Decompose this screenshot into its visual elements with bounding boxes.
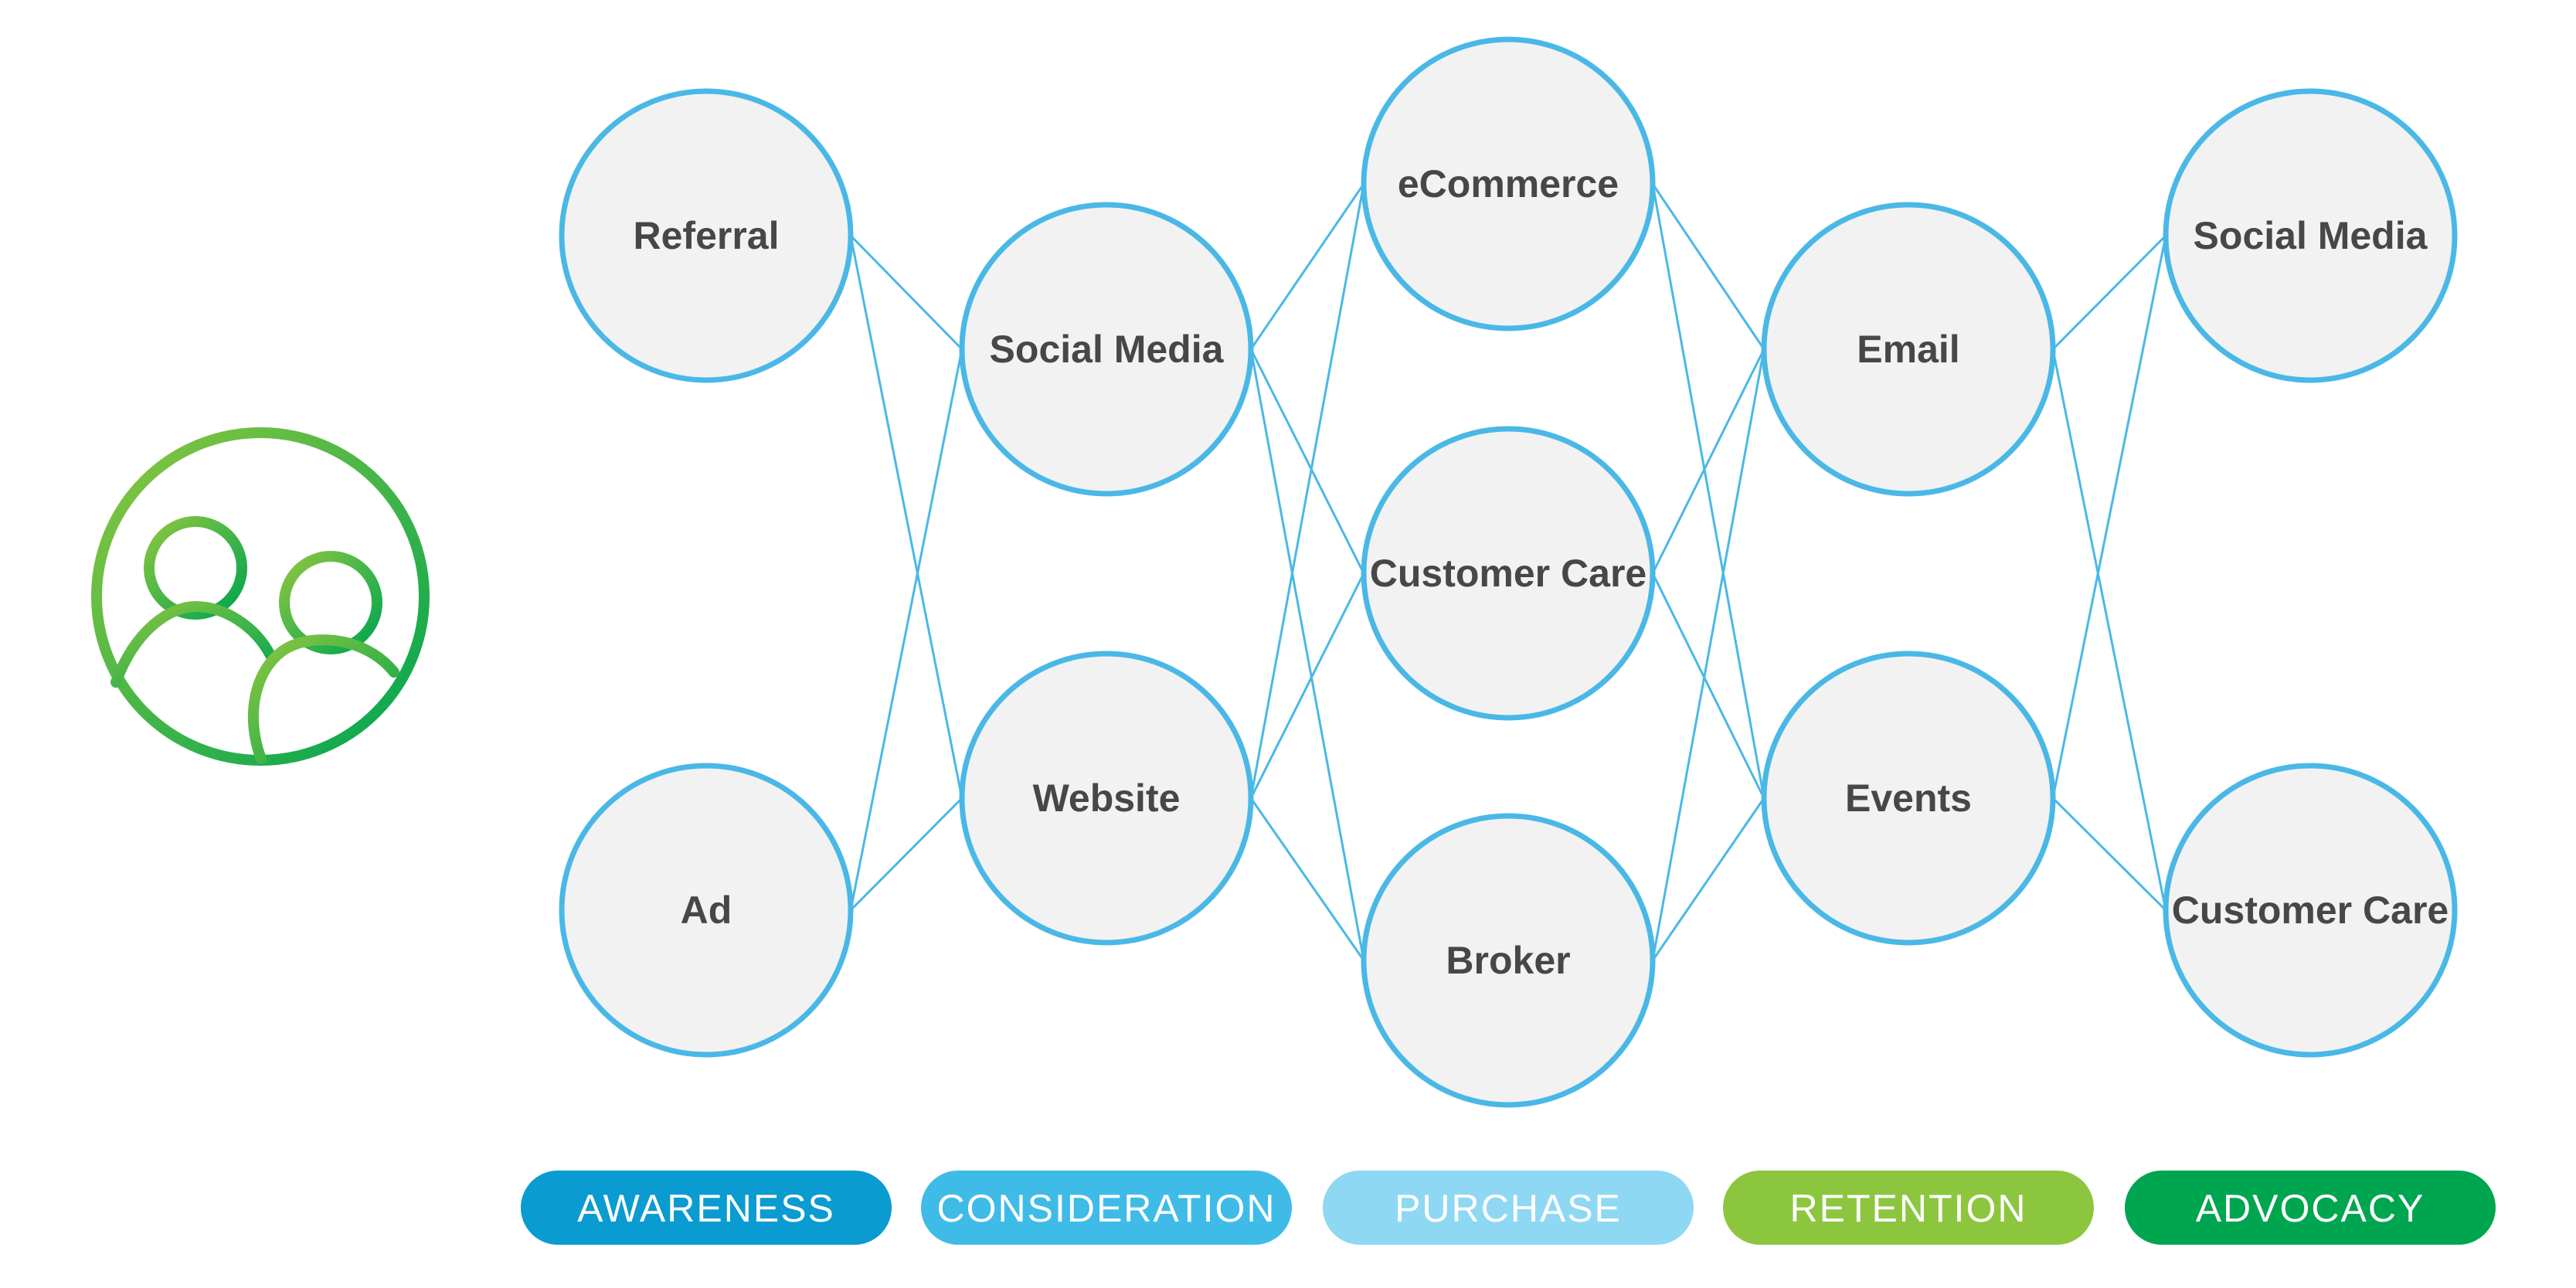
node-broker: Broker [1361, 813, 1656, 1108]
edge-referral-to-website [849, 235, 963, 799]
node-label: eCommerce [1398, 162, 1619, 206]
stage-pill-consideration: CONSIDERATION [921, 1171, 1292, 1245]
node-label: Events [1845, 777, 1972, 820]
stage-pill-bg [2125, 1171, 2496, 1245]
edge-ecommerce-to-events [1651, 183, 1765, 799]
stage-pill-retention: RETENTION [1723, 1171, 2094, 1245]
users-icon [91, 427, 430, 766]
edge-website-to-ecommerce [1249, 183, 1365, 799]
node-label: Social Media [2194, 214, 2428, 257]
node-customer-care-2: Customer Care [2163, 763, 2458, 1058]
node-circle [959, 202, 1254, 497]
edge-customer-care-1-to-events [1651, 573, 1765, 799]
edge-broker-to-email [1651, 348, 1765, 961]
node-label: Customer Care [2172, 889, 2449, 932]
node-label: Social Media [990, 328, 1225, 371]
stage-pill-bg [1723, 1171, 2094, 1245]
stage-pill-bg [521, 1171, 892, 1245]
node-circle [959, 651, 1254, 946]
edge-broker-to-events [1651, 797, 1765, 961]
node-label: Broker [1446, 939, 1570, 982]
node-circle [1761, 202, 2056, 497]
edge-email-to-social-media-2 [2051, 234, 2167, 351]
edge-email-to-customer-care-2 [2051, 348, 2167, 911]
stage-label: AWARENESS [577, 1187, 835, 1230]
stage-pill-bg [1323, 1171, 1694, 1245]
node-ad: Ad [559, 763, 854, 1058]
edge-social-media-1-to-ecommerce [1249, 183, 1365, 350]
node-label: Referral [634, 214, 780, 257]
edge-website-to-broker [1249, 797, 1365, 961]
node-customer-care-1: Customer Care [1361, 426, 1656, 721]
edge-social-media-1-to-broker [1249, 348, 1365, 961]
node-circle [1761, 651, 2056, 946]
stage-label: ADVOCACY [2196, 1187, 2425, 1230]
stage-label: CONSIDERATION [937, 1187, 1276, 1230]
stage-pill-bg [921, 1171, 1292, 1245]
edge-ad-to-website [849, 797, 963, 912]
connections [849, 183, 2167, 961]
node-circle [2163, 88, 2458, 383]
node-label: Ad [681, 889, 732, 932]
node-circle [1361, 426, 1656, 721]
node-circle [1361, 813, 1656, 1108]
edge-social-media-1-to-customer-care-1 [1249, 348, 1365, 574]
node-referral: Referral [559, 88, 854, 383]
stage-pill-awareness: AWARENESS [521, 1171, 892, 1245]
node-label: Email [1857, 328, 1959, 371]
node-circle [559, 763, 854, 1058]
stage-label: PURCHASE [1395, 1187, 1622, 1230]
edge-events-to-social-media-2 [2051, 235, 2167, 799]
node-label: Website [1033, 777, 1181, 820]
edge-referral-to-social-media-1 [849, 234, 963, 351]
edge-ad-to-social-media-1 [849, 348, 963, 911]
stage-pill-purchase: PURCHASE [1323, 1171, 1694, 1245]
stage-pill-advocacy: ADVOCACY [2125, 1171, 2496, 1245]
edge-ecommerce-to-email [1651, 183, 1765, 350]
stage-legend: AWARENESS CONSIDERATION PURCHASE RETENTION A… [521, 1171, 2496, 1245]
node-label: Customer Care [1370, 552, 1647, 595]
edge-events-to-customer-care-2 [2051, 797, 2167, 912]
stage-label: RETENTION [1790, 1187, 2027, 1230]
node-circle [1361, 36, 1656, 331]
node-social-media-1: Social Media [959, 202, 1254, 497]
node-circle [559, 88, 854, 383]
node-circle [2163, 763, 2458, 1058]
node-social-media-2: Social Media [2163, 88, 2458, 383]
node-website: Website [959, 651, 1254, 946]
edge-website-to-customer-care-1 [1249, 573, 1365, 799]
node-events: Events [1761, 651, 2056, 946]
node-email: Email [1761, 202, 2056, 497]
edge-customer-care-1-to-email [1651, 348, 1765, 574]
node-ecommerce: eCommerce [1361, 36, 1656, 331]
